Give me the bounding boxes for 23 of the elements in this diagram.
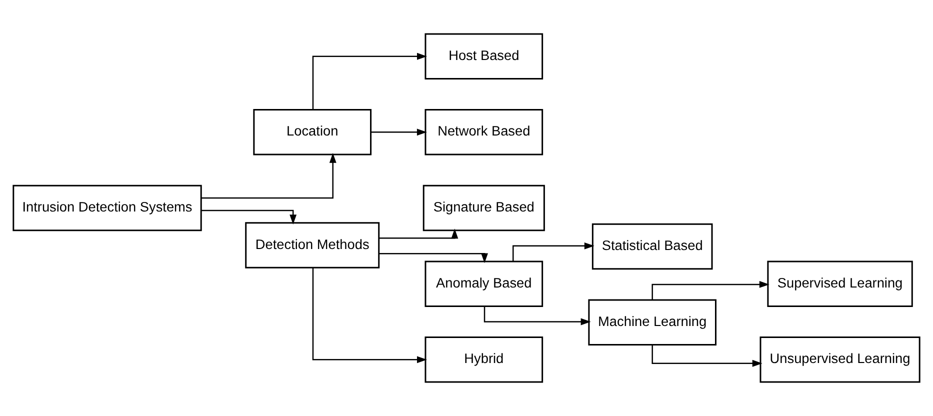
node-box: Hybrid [424, 336, 544, 383]
node-box: Supervised Learning [767, 260, 913, 307]
arrow [652, 344, 762, 367]
node-box: Network Based [424, 109, 544, 156]
node-box: Intrusion Detection Systems [12, 184, 202, 232]
node-box: Location [253, 109, 372, 156]
node-box: Signature Based [422, 184, 545, 232]
arrow [370, 128, 427, 136]
node-box: Statistical Based [592, 223, 713, 270]
arrow [312, 268, 427, 364]
arrow [378, 228, 458, 239]
arrow [652, 280, 770, 300]
arrow [312, 52, 427, 110]
node-box: Detection Methods [245, 222, 380, 268]
node-box: Host Based [424, 33, 544, 80]
arrow [201, 152, 336, 199]
arrow [201, 210, 297, 225]
arrow [378, 253, 488, 264]
arrow [512, 242, 594, 262]
node-box: Machine Learning [588, 299, 716, 346]
node-box: Unsupervised Learning [760, 336, 920, 383]
arrow [484, 306, 591, 326]
node-box: Anomaly Based [424, 260, 544, 307]
